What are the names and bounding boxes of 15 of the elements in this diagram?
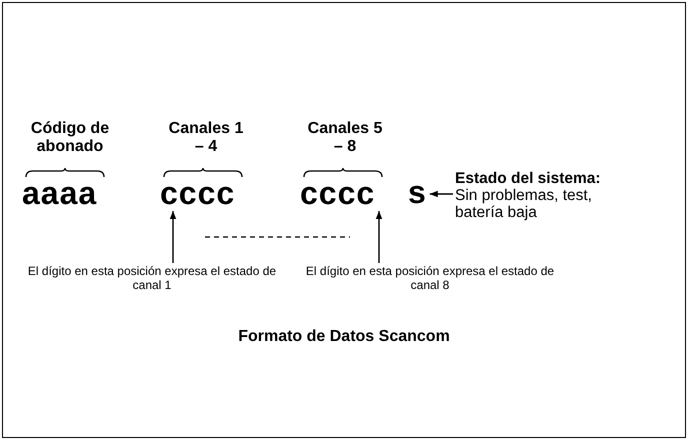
status-character: s — [408, 177, 427, 207]
status-heading: Estado del sistema: — [455, 170, 601, 187]
status-description: Sin problemas, test, batería baja — [455, 187, 593, 221]
code-characters: cccc — [300, 178, 376, 208]
arrow — [430, 190, 453, 198]
code-characters: cccc — [160, 178, 236, 208]
arrow — [376, 211, 382, 263]
note-text: El dígito en esta posición expresa el estado de canal 1 — [12, 264, 292, 292]
group-heading: Canales 5 – 8 — [306, 120, 384, 156]
arrow — [170, 211, 176, 263]
group-heading: Canales 1 – 4 — [168, 120, 244, 156]
group-heading: Código de abonado — [30, 120, 110, 156]
code-characters: aaaa — [22, 178, 98, 208]
note-text: El dígito en esta posición expresa el estado de canal 8 — [290, 264, 570, 292]
caption: Formato de Datos Scancom — [238, 328, 450, 346]
